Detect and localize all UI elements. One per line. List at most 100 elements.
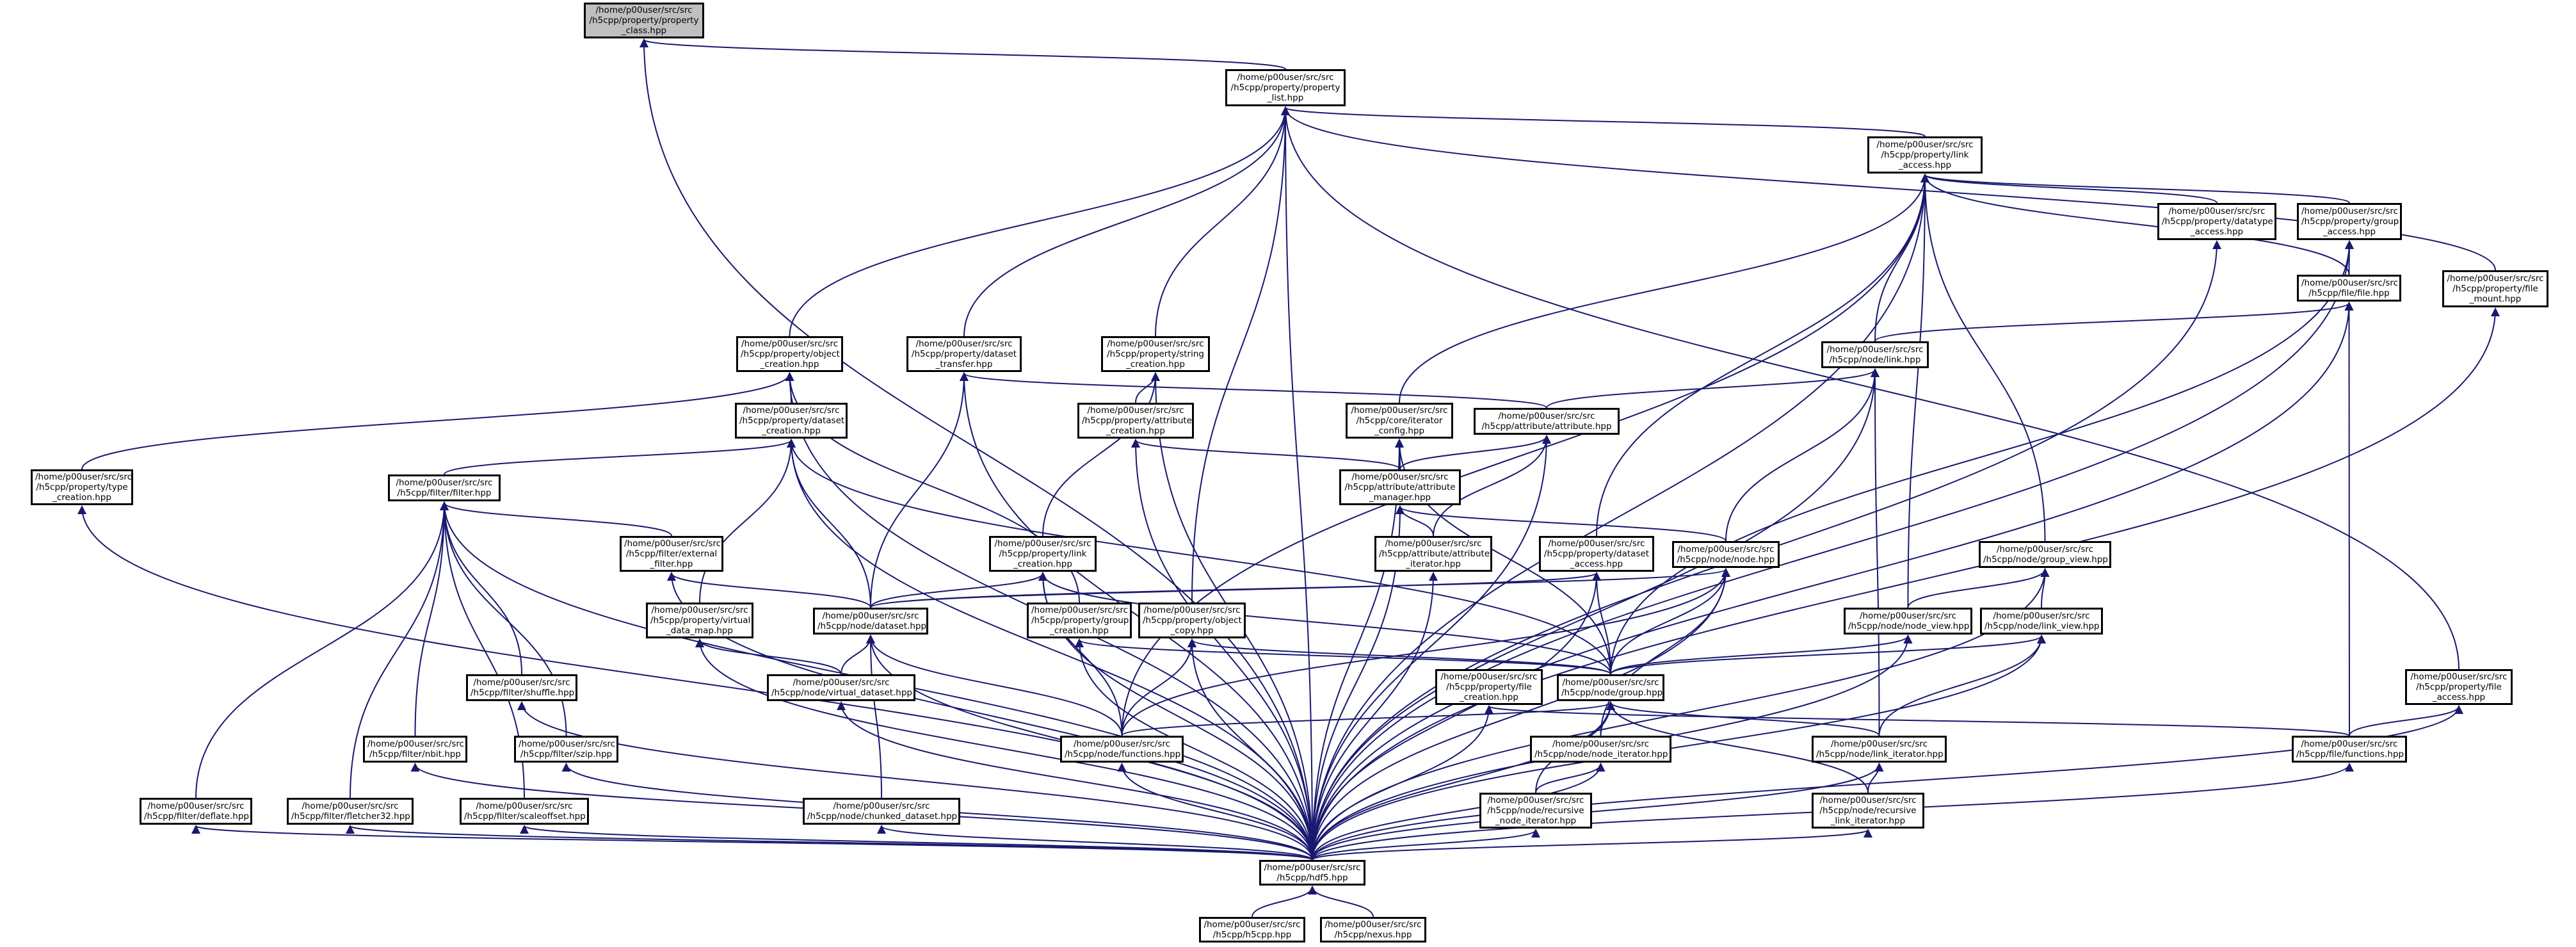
edge-hdf5-to-file_mount (1312, 307, 2500, 861)
edge-hdf5-to-attribute_creation (1131, 439, 1313, 861)
node-label-line: /home/p00user/src/src (1876, 140, 1974, 150)
node-scaleoffset[interactable]: /home/p00user/src/src/h5cpp/filter/scale… (460, 798, 589, 825)
edge-node_functions-to-object_copy (1121, 638, 1196, 736)
edge-hdf5-to-chunked_dataset (877, 825, 1313, 861)
node-group-view[interactable]: /home/p00user/src/src/h5cpp/node/group_v… (1979, 541, 2111, 568)
node-chunked-dataset[interactable]: /home/p00user/src/src/h5cpp/node/chunked… (803, 798, 960, 825)
edge-object_creation-to-property_list (789, 106, 1290, 337)
node-label-line: /home/p00user/src/src (915, 339, 1013, 349)
node-file-mount[interactable]: /home/p00user/src/src/h5cpp/property/fil… (2442, 270, 2548, 307)
node-label-line: /h5cpp/property/dataset (911, 349, 1017, 359)
node-label-line: /h5cpp/node/link_view.hpp (1984, 621, 2100, 631)
node-h5cpp[interactable]: /home/p00user/src/src/h5cpp/h5cpp.hpp (1199, 917, 1305, 943)
edge-node_group-to-group_creation (1075, 638, 1611, 675)
node-link-iterator[interactable]: /home/p00user/src/src/h5cpp/node/link_it… (1812, 736, 1947, 763)
node-group-creation[interactable]: /home/p00user/src/src/h5cpp/property/gro… (1027, 603, 1132, 638)
node-datatype-access[interactable]: /home/p00user/src/src/h5cpp/property/dat… (2157, 203, 2276, 240)
node-label-line: _creation.hpp (52, 492, 111, 503)
node-virtual-dataset[interactable]: /home/p00user/src/src/h5cpp/node/virtual… (767, 674, 915, 701)
edge-hdf5-to-link_iterator (1312, 763, 1884, 861)
node-iterator-config[interactable]: /home/p00user/src/src/h5cpp/core/iterato… (1346, 403, 1453, 439)
node-link-access[interactable]: /home/p00user/src/src/h5cpp/property/lin… (1867, 136, 1983, 174)
node-dataset-creation[interactable]: /home/p00user/src/src/h5cpp/property/dat… (735, 403, 848, 439)
node-shuffle[interactable]: /home/p00user/src/src/h5cpp/filter/shuff… (466, 674, 577, 701)
edge-hdf5-to-file_file (1312, 302, 2354, 861)
node-property-list[interactable]: /home/p00user/src/src/h5cpp/property/pro… (1225, 69, 1346, 106)
edge-node_dataset-to-external_filter (667, 572, 871, 608)
node-node-dataset[interactable]: /home/p00user/src/src/h5cpp/node/dataset… (813, 608, 928, 635)
node-type-creation[interactable]: /home/p00user/src/src/h5cpp/property/typ… (31, 469, 133, 505)
node-label-line: _list.hpp (1267, 93, 1304, 103)
node-object-creation[interactable]: /home/p00user/src/src/h5cpp/property/obj… (736, 336, 843, 372)
node-dataset-transfer[interactable]: /home/p00user/src/src/h5cpp/property/dat… (906, 336, 1022, 372)
node-label-line: /h5cpp/property/link (999, 549, 1087, 559)
node-nbit[interactable]: /home/p00user/src/src/h5cpp/filter/nbit.… (363, 736, 467, 763)
node-label-line: /home/p00user/src/src (2410, 672, 2508, 682)
node-file-access[interactable]: /home/p00user/src/src/h5cpp/property/fil… (2405, 669, 2513, 705)
node-label-line: /h5cpp/node/node_iterator.hpp (1534, 749, 1668, 759)
node-label-line: /home/p00user/src/src (1487, 795, 1584, 805)
node-label-line: /h5cpp/node/link_iterator.hpp (1816, 749, 1944, 759)
node-label-line: /h5cpp/node/link.hpp (1829, 355, 1921, 365)
node-external-filter[interactable]: /home/p00user/src/src/h5cpp/filter/exter… (620, 536, 723, 572)
node-node-iterator[interactable]: /home/p00user/src/src/h5cpp/node/node_it… (1530, 736, 1671, 763)
node-property-class[interactable]: /home/p00user/src/src/h5cpp/property/pro… (584, 3, 704, 38)
node-label-line: /h5cpp/attribute/attribute.hpp (1481, 421, 1612, 432)
node-label-line: /h5cpp/property/group (2301, 216, 2399, 227)
node-file-creation[interactable]: /home/p00user/src/src/h5cpp/property/fil… (1435, 669, 1543, 705)
node-file-file[interactable]: /home/p00user/src/src/h5cpp/file/file.hp… (2297, 275, 2401, 302)
edge-node_group-to-link_creation (1038, 572, 1611, 675)
node-object-copy[interactable]: /home/p00user/src/src/h5cpp/property/obj… (1138, 603, 1246, 638)
node-label-line: /home/p00user/src/src (1996, 544, 2094, 554)
edge-node_group-to-dataset_access (1592, 572, 1611, 675)
node-fletcher32[interactable]: /home/p00user/src/src/h5cpp/filter/fletc… (287, 798, 414, 825)
node-filter[interactable]: /home/p00user/src/src/h5cpp/filter/filte… (388, 474, 501, 501)
node-node-node[interactable]: /home/p00user/src/src/h5cpp/node/node.hp… (1672, 541, 1780, 568)
node-label-line: /home/p00user/src/src (1143, 605, 1241, 615)
node-attribute[interactable]: /home/p00user/src/src/h5cpp/attribute/at… (1474, 408, 1620, 435)
node-dataset-access[interactable]: /home/p00user/src/src/h5cpp/property/dat… (1539, 536, 1654, 572)
node-attribute-iterator[interactable]: /home/p00user/src/src/h5cpp/attribute/at… (1374, 536, 1492, 572)
node-node-link[interactable]: /home/p00user/src/src/h5cpp/node/link.hp… (1821, 341, 1929, 368)
node-label-line: /h5cpp/property/dataset (1543, 549, 1650, 559)
node-label-line: /home/p00user/src/src (1562, 677, 1659, 688)
node-recursive-node-iterator[interactable]: /home/p00user/src/src/h5cpp/node/recursi… (1479, 793, 1592, 829)
node-label-line: /h5cpp/nexus.hpp (1334, 930, 1412, 940)
node-label-line: /h5cpp/filter/external (625, 549, 718, 559)
node-label-line: _creation.hpp (760, 359, 819, 369)
edge-nbit-to-filter (414, 501, 449, 736)
node-szip[interactable]: /home/p00user/src/src/h5cpp/filter/szip.… (514, 736, 618, 763)
node-link-view[interactable]: /home/p00user/src/src/h5cpp/node/link_vi… (1980, 608, 2103, 635)
node-label-line: /home/p00user/src/src (651, 605, 748, 615)
node-node-functions[interactable]: /home/p00user/src/src/h5cpp/node/functio… (1060, 736, 1184, 763)
node-group-access[interactable]: /home/p00user/src/src/h5cpp/property/gro… (2297, 203, 2402, 240)
node-attribute-manager[interactable]: /home/p00user/src/src/h5cpp/attribute/at… (1339, 469, 1461, 505)
node-label-line: _creation.hpp (1106, 426, 1165, 436)
node-hdf5[interactable]: /home/p00user/src/src/h5cpp/hdf5.hpp (1259, 860, 1365, 886)
edge-hdf5-to-property_list (1281, 106, 1313, 861)
edge-hdf5-to-fletcher32 (346, 825, 1313, 861)
edge-node_group-to-node_view (1610, 635, 1913, 675)
edge-file_functions-to-file_file (2344, 302, 2354, 736)
node-file-functions[interactable]: /home/p00user/src/src/h5cpp/file/functio… (2292, 736, 2407, 763)
node-string-creation[interactable]: /home/p00user/src/src/h5cpp/property/str… (1101, 336, 1210, 372)
edge-hdf5-to-link_access (1312, 174, 1929, 861)
edge-hdf5-to-link_view (1312, 635, 2046, 861)
node-attribute-creation[interactable]: /home/p00user/src/src/h5cpp/property/att… (1077, 403, 1194, 439)
node-label-line: /home/p00user/src/src (367, 739, 465, 749)
edge-hdf5-to-attribute_iterator (1312, 572, 1438, 861)
node-label-line: /h5cpp/node/node_view.hpp (1848, 621, 1970, 631)
edge-virtual_dataset-to-virtual_data_map (695, 638, 842, 675)
node-virtual-data-map[interactable]: /home/p00user/src/src/h5cpp/property/vir… (646, 603, 753, 638)
node-nexus[interactable]: /home/p00user/src/src/h5cpp/nexus.hpp (1320, 917, 1426, 943)
node-node-group[interactable]: /home/p00user/src/src/h5cpp/node/group.h… (1557, 674, 1664, 701)
node-link-creation[interactable]: /home/p00user/src/src/h5cpp/property/lin… (989, 536, 1097, 572)
node-label-line: /home/p00user/src/src (1440, 672, 1538, 682)
node-recursive-link-iterator[interactable]: /home/p00user/src/src/h5cpp/node/recursi… (1812, 793, 1924, 829)
node-deflate[interactable]: /home/p00user/src/src/h5cpp/filter/defla… (140, 798, 252, 825)
edge-recursive_link_iterator-to-node_group (1606, 701, 1869, 793)
node-node-view[interactable]: /home/p00user/src/src/h5cpp/node/node_vi… (1844, 608, 1972, 635)
node-label-line: /home/p00user/src/src (473, 677, 570, 688)
edge-shuffle-to-filter (440, 501, 522, 675)
edge-hdf5-to-property_class (640, 38, 1313, 861)
